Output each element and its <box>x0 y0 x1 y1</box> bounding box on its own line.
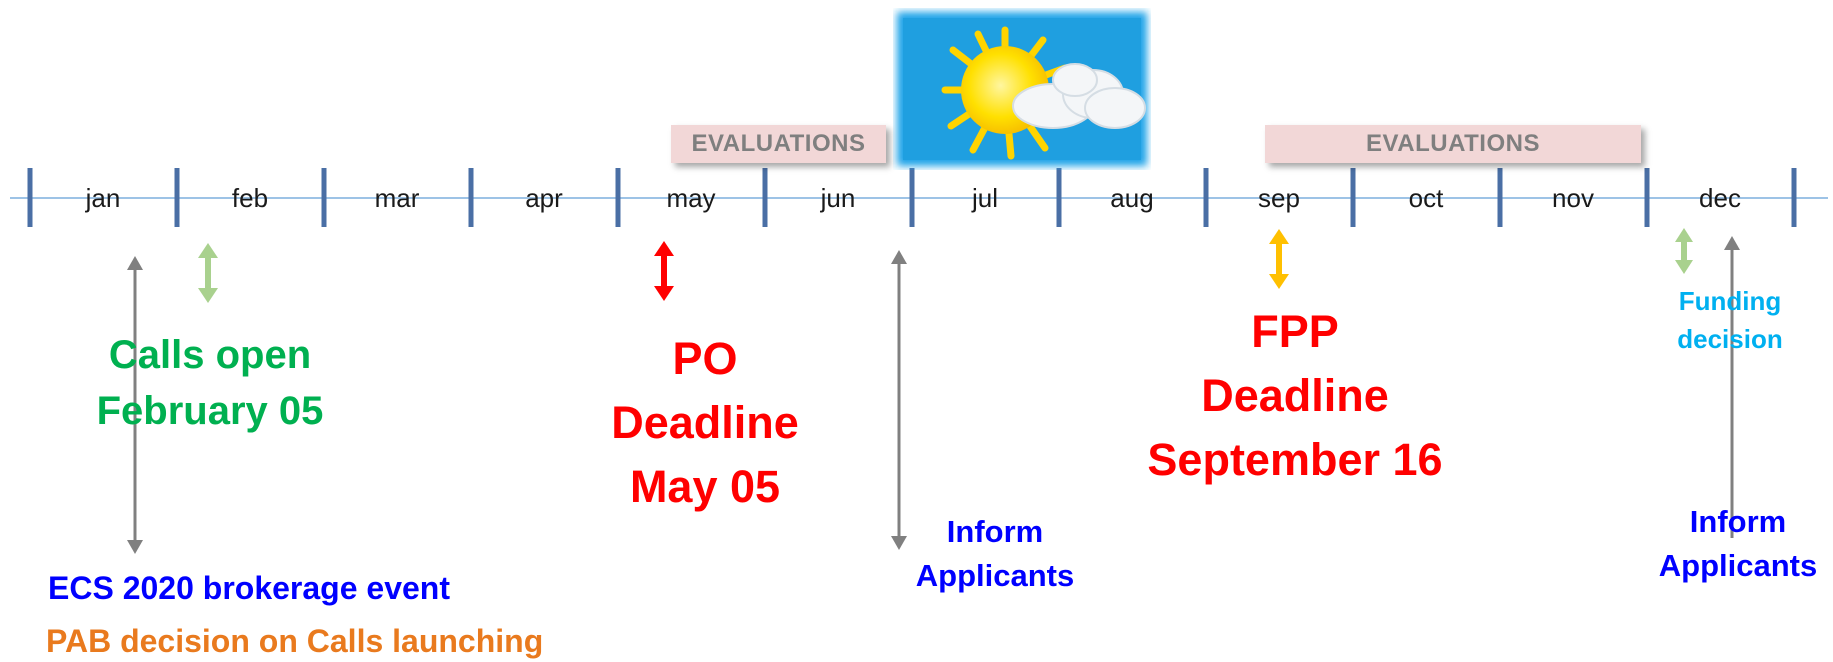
month-oct: oct <box>1408 183 1444 213</box>
pab-decision-label: PAB decision on Calls launching <box>46 623 544 659</box>
funding-decision-label: Funding decision <box>1665 282 1795 358</box>
fpp-deadline-line2: Deadline <box>1201 370 1389 421</box>
calls-open-line1: Calls open <box>108 333 312 377</box>
month-mar: mar <box>374 183 420 213</box>
month-jan: jan <box>85 183 121 213</box>
calls-open-label: Calls open February 05 <box>60 327 360 439</box>
month-jun: jun <box>820 183 856 213</box>
month-feb: feb <box>231 183 269 213</box>
po-deadline-line3: May 05 <box>629 461 781 512</box>
inform-applicants-dec-label: Inform Applicants <box>1648 500 1828 588</box>
fpp-deadline-line3: September 16 <box>1147 434 1443 485</box>
po-deadline-line1: PO <box>672 333 738 384</box>
fpp-deadline-line1: FPP <box>1251 306 1339 357</box>
funding-decision-line2: decision <box>1677 324 1783 354</box>
month-dec: dec <box>1699 183 1741 213</box>
inform-applicants-jun-line2: Applicants <box>915 558 1075 593</box>
fpp-deadline-label: FPP Deadline September 16 <box>1120 300 1470 492</box>
inform-applicants-dec-line1: Inform <box>1689 504 1787 539</box>
brokerage-event-label: ECS 2020 brokerage event <box>48 570 450 606</box>
month-jul: jul <box>971 183 998 213</box>
month-aug: aug <box>1110 183 1154 213</box>
inform-applicants-jun-line1: Inform <box>946 514 1044 549</box>
month-may: may <box>666 183 716 213</box>
evaluations-band-1: EVALUATIONS <box>671 125 886 163</box>
month-sep: sep <box>1258 183 1300 213</box>
sun-with-clouds-icon <box>897 12 1147 166</box>
evaluations-band-2: EVALUATIONS <box>1265 125 1641 163</box>
funding-decision-line1: Funding <box>1678 286 1782 316</box>
calls-open-line2: February 05 <box>96 389 324 433</box>
month-ticks <box>27 168 1797 227</box>
po-deadline-line2: Deadline <box>611 397 799 448</box>
inform-applicants-jun-label: Inform Applicants <box>905 510 1085 598</box>
inform-applicants-dec-line2: Applicants <box>1658 548 1818 583</box>
month-nov: nov <box>1552 183 1594 213</box>
month-apr: apr <box>525 183 563 213</box>
po-deadline-label: PO Deadline May 05 <box>565 327 845 519</box>
